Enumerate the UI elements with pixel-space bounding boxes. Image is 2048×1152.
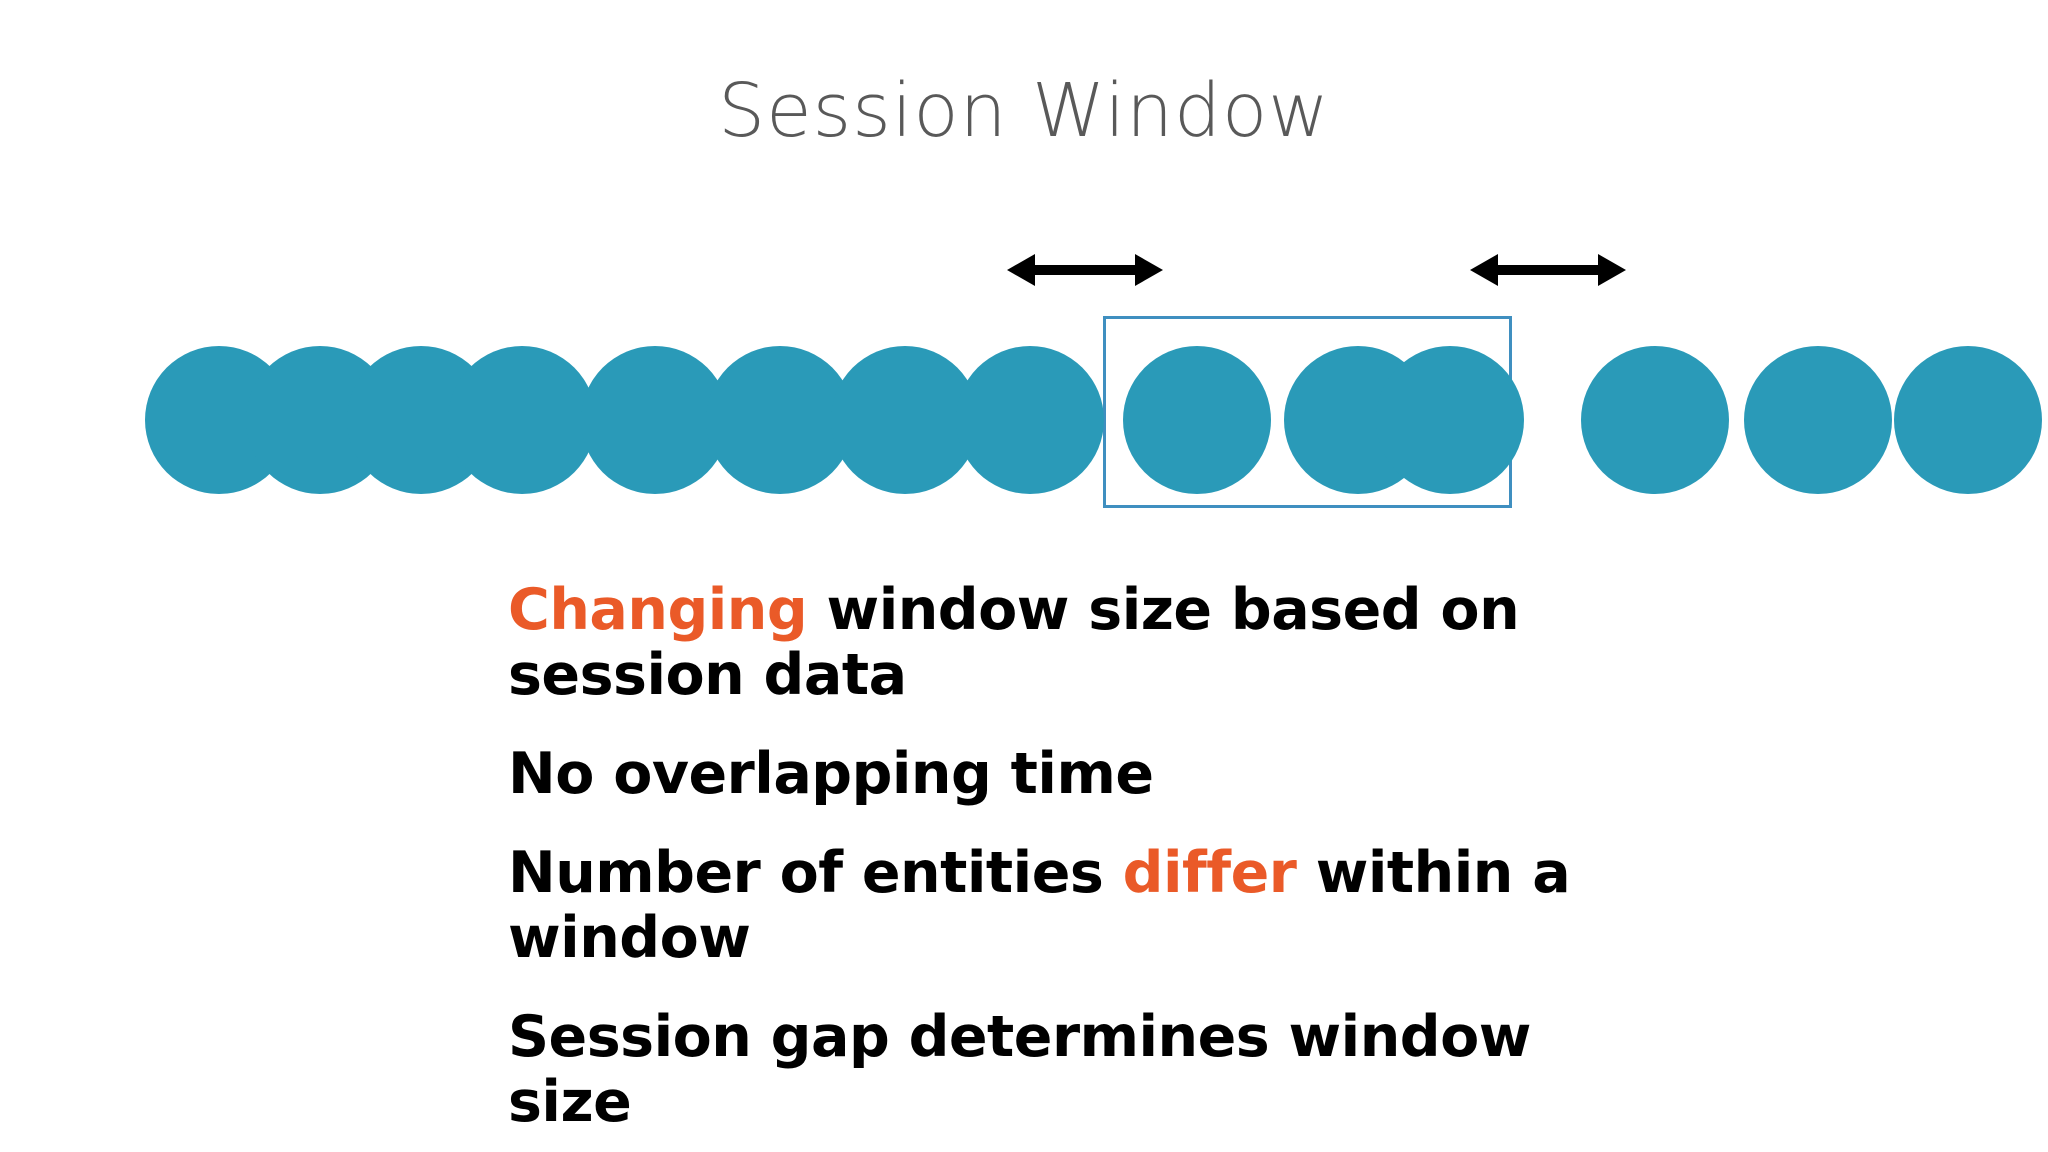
entity-circle — [706, 346, 854, 494]
entity-circle-in-window — [1376, 346, 1524, 494]
entity-circle — [831, 346, 979, 494]
entity-circle — [1894, 346, 2042, 494]
gap-arrow-left-icon — [1007, 254, 1163, 286]
bullet-text: within a window — [508, 839, 1571, 971]
bullet-text: window size based on session data — [508, 577, 1520, 708]
entity-circle-in-window — [1123, 346, 1271, 494]
bullet-entities-differ: Number of entities differ within a windo… — [508, 839, 1628, 971]
bullet-text: Number of entities — [508, 839, 1123, 906]
page-title: Session Window — [718, 68, 1330, 154]
bullet-list: Changing window size based on session da… — [508, 578, 1628, 1135]
bullet-text: Session gap determines window size — [508, 1003, 1531, 1135]
entity-circle — [1744, 346, 1892, 494]
entity-circle — [581, 346, 729, 494]
bullet-highlight-text: differ — [1122, 839, 1297, 906]
entity-circle — [1581, 346, 1729, 494]
entity-circle — [448, 346, 596, 494]
entity-circle — [956, 346, 1104, 494]
bullet-text: No overlapping time — [508, 740, 1154, 807]
bullet-changing-window-size: Changing window size based on session da… — [508, 578, 1628, 708]
bullet-no-overlapping-time: No overlapping time — [508, 740, 1628, 807]
bullet-highlight-text: Changing — [508, 577, 808, 643]
session-window-diagram — [0, 0, 2048, 560]
gap-arrow-right-icon — [1470, 254, 1626, 286]
bullet-session-gap: Session gap determines window size — [508, 1003, 1628, 1135]
